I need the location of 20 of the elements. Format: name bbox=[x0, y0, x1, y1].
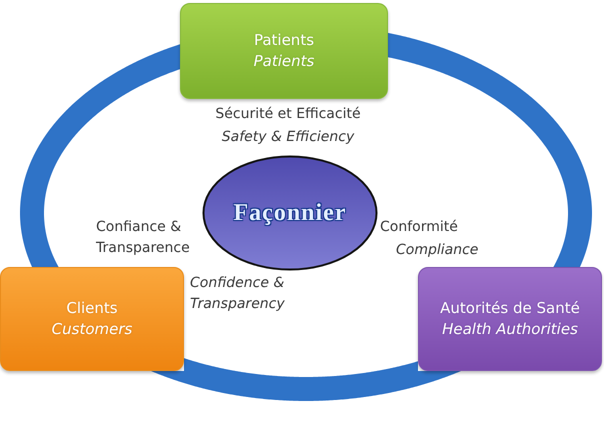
title-text: Clients bbox=[66, 298, 118, 319]
ring-segment bbox=[151, 358, 461, 401]
relationship-label: Conformité bbox=[380, 218, 459, 237]
relationship-label: Confidence & Transparency bbox=[190, 274, 286, 314]
relationship-label: Safety & Efficiency bbox=[220, 128, 356, 147]
relationship-label: Compliance bbox=[396, 241, 480, 260]
translation-text: Patients bbox=[254, 51, 314, 72]
relationship-label: Confiance & Transparence bbox=[96, 218, 191, 258]
title-text: Façonnier bbox=[234, 202, 346, 224]
translation-text: Customers bbox=[52, 319, 132, 340]
stakeholder-box bbox=[0, 267, 184, 371]
stakeholder-box bbox=[418, 267, 602, 371]
title-text: Autorités de Santé bbox=[440, 298, 580, 319]
center-ellipse bbox=[202, 155, 378, 271]
stakeholder-box bbox=[180, 3, 388, 99]
ring-segment bbox=[388, 32, 592, 267]
title-text: Patients bbox=[254, 30, 314, 51]
relationship-label: Sécurité et Efficacité bbox=[214, 105, 362, 124]
translation-text: Health Authorities bbox=[442, 319, 578, 340]
ring-segment bbox=[20, 44, 180, 267]
